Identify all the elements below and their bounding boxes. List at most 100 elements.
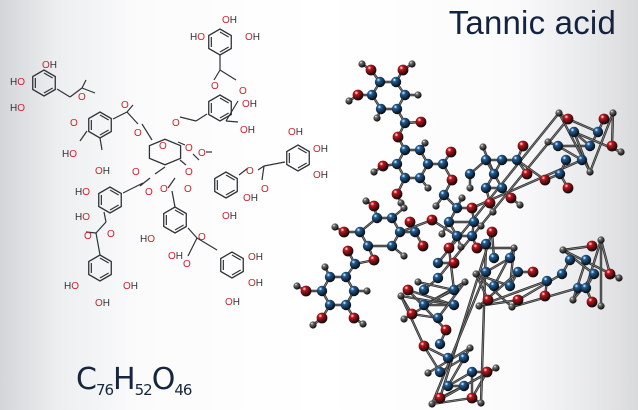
bond-line	[103, 211, 107, 223]
bond-line	[126, 104, 134, 113]
oxygen-atom	[338, 226, 350, 238]
hydrogen-atom	[586, 168, 594, 176]
bond-line	[225, 120, 239, 123]
carbon-atom	[394, 226, 406, 238]
atom-label: HO	[75, 187, 90, 198]
carbon-atom	[434, 366, 446, 378]
hydrogen-atom	[321, 263, 329, 271]
carbon-atom	[442, 380, 454, 392]
carbon-atom	[511, 154, 523, 166]
carbon-atom	[592, 126, 604, 138]
bond-line	[179, 159, 187, 166]
hydrogen-atom	[466, 344, 474, 352]
atom-label: OH	[95, 166, 110, 177]
oxygen-atom	[448, 257, 460, 269]
hydrogen-atom	[408, 60, 416, 68]
carbon-atom	[391, 103, 403, 115]
carbon-atom	[432, 272, 444, 284]
hydrogen-atom	[609, 109, 617, 117]
hydrogen-atom	[358, 60, 366, 68]
carbon-atom	[399, 117, 411, 129]
carbon-atom	[488, 252, 500, 264]
carbon-atom	[414, 172, 426, 184]
hydrogen-atom	[400, 204, 408, 212]
carbon-atom	[354, 226, 366, 238]
molecule-name-title: Tannic acid	[448, 4, 616, 41]
atom-label: OH	[225, 297, 240, 308]
hydrogen-atom	[457, 243, 465, 251]
oxygen-atom	[365, 64, 377, 76]
oxygen-atom	[486, 226, 498, 238]
benzene-ring	[208, 94, 232, 122]
carbon-atom	[504, 252, 516, 264]
oxygen-atom	[521, 168, 533, 180]
carbon-atom	[480, 154, 492, 166]
oxygen-atom	[562, 182, 574, 194]
atom-label: OH	[42, 60, 57, 71]
oxygen-atom	[443, 242, 455, 254]
atom-label: O	[184, 184, 192, 195]
atom-label: OH	[243, 193, 258, 204]
atom-label: O	[159, 141, 167, 152]
atom-label: O	[239, 86, 247, 97]
bond-line	[261, 165, 265, 181]
oxygen-atom	[517, 140, 529, 152]
formula-element: O	[151, 362, 176, 397]
oxygen-atom	[392, 131, 404, 143]
carbon-atom	[340, 299, 352, 311]
carbon-atom	[324, 299, 336, 311]
oxygen-atom	[598, 113, 610, 125]
hydrogen-atom	[475, 302, 483, 310]
atom-label: O	[172, 118, 180, 129]
atom-label: HO	[64, 281, 79, 292]
carbon-atom	[434, 338, 446, 350]
atom-label: O	[84, 231, 92, 242]
hydrogen-atom	[477, 222, 485, 230]
oxygen-atom	[482, 294, 494, 306]
bond-line	[139, 177, 151, 187]
atom-label: O	[198, 232, 206, 243]
hydrogen-atom	[461, 278, 469, 286]
hydrogen-atom	[597, 236, 605, 244]
carbon-atom	[580, 254, 592, 266]
atom-label: O	[132, 167, 140, 178]
hydrogen-atom	[345, 97, 353, 105]
carbon-atom	[480, 266, 492, 278]
hydrogen-atom	[363, 287, 371, 295]
atom-label: HO	[140, 234, 155, 245]
bond-line	[171, 190, 176, 208]
oxygen-atom	[539, 174, 551, 186]
bond-line	[126, 111, 139, 125]
atom-label: OH	[168, 251, 183, 262]
bond-line	[225, 100, 239, 122]
atom-label: OH	[288, 127, 303, 138]
carbon-atom	[584, 140, 596, 152]
hydrogen-atom	[559, 246, 567, 254]
oxygen-atom	[586, 240, 598, 252]
carbon-atom	[409, 226, 421, 238]
oxygen-atom	[606, 140, 618, 152]
hydrogen-atom	[597, 302, 605, 310]
hydrogen-atom	[615, 274, 623, 282]
bond-line	[192, 153, 200, 161]
benzene-ring	[286, 144, 310, 172]
hydrogen-atom	[555, 109, 563, 117]
bond-line	[187, 237, 198, 257]
bond-line	[179, 116, 197, 122]
hydrogen-atom	[458, 194, 466, 202]
hydrogen-atom	[438, 230, 446, 238]
carbon-atom	[466, 366, 478, 378]
carbon-atom	[399, 144, 411, 156]
oxygen-atom	[512, 294, 524, 306]
atom-label: O	[134, 128, 142, 139]
oxygen-atom	[505, 192, 517, 204]
carbon-atom	[324, 271, 336, 283]
hydrogen-atom	[293, 282, 301, 290]
oxygen-atom	[417, 240, 429, 252]
carbon-atom	[399, 89, 411, 101]
atom-label: O	[183, 259, 191, 270]
benzene-ring	[163, 206, 187, 234]
atom-label: O	[145, 187, 153, 198]
carbon-atom	[348, 285, 360, 297]
